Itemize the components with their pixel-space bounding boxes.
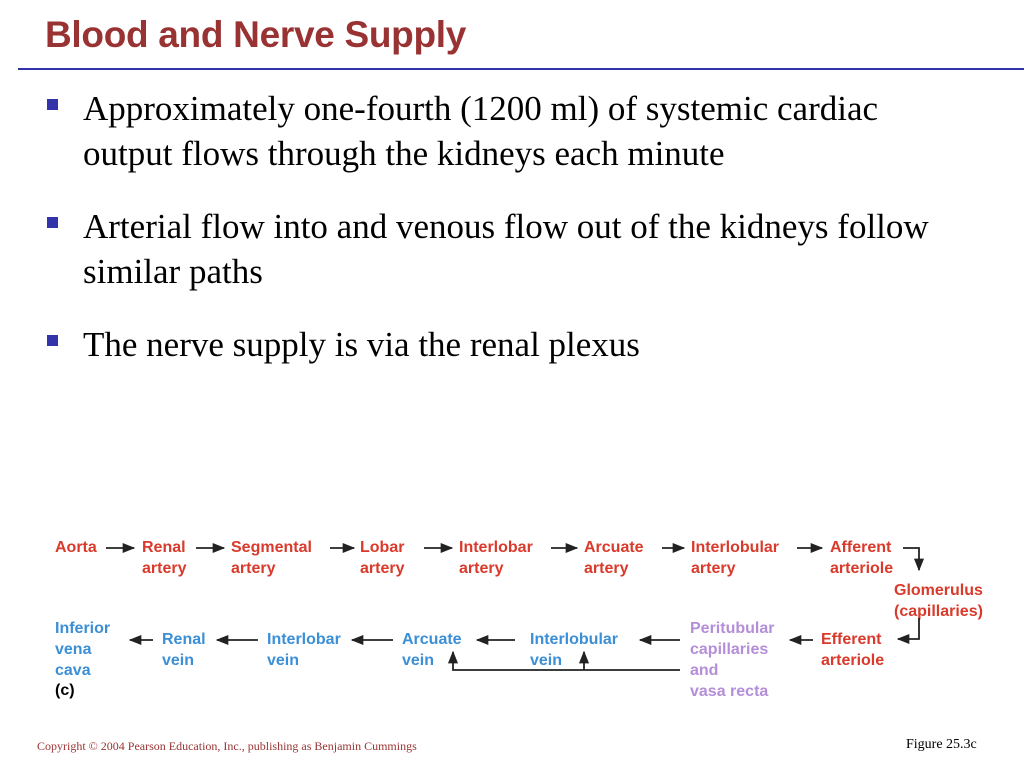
bullet-text: Arterial flow into and venous flow out o… <box>83 207 929 291</box>
copyright-footer: Copyright © 2004 Pearson Education, Inc.… <box>37 739 417 753</box>
node-inferior-vena-cava: Inferior vena cava <box>55 620 111 679</box>
bullet-text: Approximately one-fourth (1200 ml) of sy… <box>83 89 879 173</box>
node-interlobar-artery: Interlobar artery <box>459 539 533 577</box>
node-efferent-arteriole: Efferent arteriole <box>821 631 885 669</box>
node-afferent-arteriole: Afferent arteriole <box>830 539 894 577</box>
node-interlobular-vein: Interlobular vein <box>530 631 619 669</box>
node-segmental-artery: Segmental artery <box>231 539 312 577</box>
slide-title: Blood and Nerve Supply <box>45 14 467 55</box>
bullet-item: Arterial flow into and venous flow out o… <box>47 204 947 294</box>
node-arcuate-artery: Arcuate artery <box>584 539 644 577</box>
node-aorta: Aorta <box>55 539 97 556</box>
figure-label: Figure 25.3c <box>906 737 977 752</box>
bullet-marker <box>47 99 58 110</box>
flow-arrow <box>896 618 920 645</box>
title-divider <box>18 68 1024 70</box>
node-renal-artery: Renal artery <box>142 539 187 577</box>
node-interlobar-vein: Interlobar vein <box>267 631 341 669</box>
node-arcuate-vein: Arcuate vein <box>402 631 462 669</box>
panel-label: (c) <box>55 682 75 699</box>
flow-arrow <box>447 650 680 671</box>
node-renal-vein: Renal vein <box>162 631 206 669</box>
node-lobar-artery: Lobar artery <box>360 539 405 577</box>
blood-flow-diagram: Aorta Renal artery Segmental artery Loba… <box>0 520 1024 710</box>
flow-arrows <box>106 542 925 671</box>
node-glomerulus: Glomerulus (capillaries) <box>894 582 983 620</box>
bullet-item: The nerve supply is via the renal plexus <box>47 322 947 367</box>
bullet-marker <box>47 217 58 228</box>
node-interlobular-artery: Interlobular artery <box>691 539 780 577</box>
flow-arrow <box>903 547 925 572</box>
bullet-list: Approximately one-fourth (1200 ml) of sy… <box>47 86 947 367</box>
bullet-item: Approximately one-fourth (1200 ml) of sy… <box>47 86 947 176</box>
bullet-marker <box>47 335 58 346</box>
bullet-text: The nerve supply is via the renal plexus <box>83 325 640 364</box>
node-peritubular-capillaries: Peritubular capillaries and vasa recta <box>690 620 775 700</box>
